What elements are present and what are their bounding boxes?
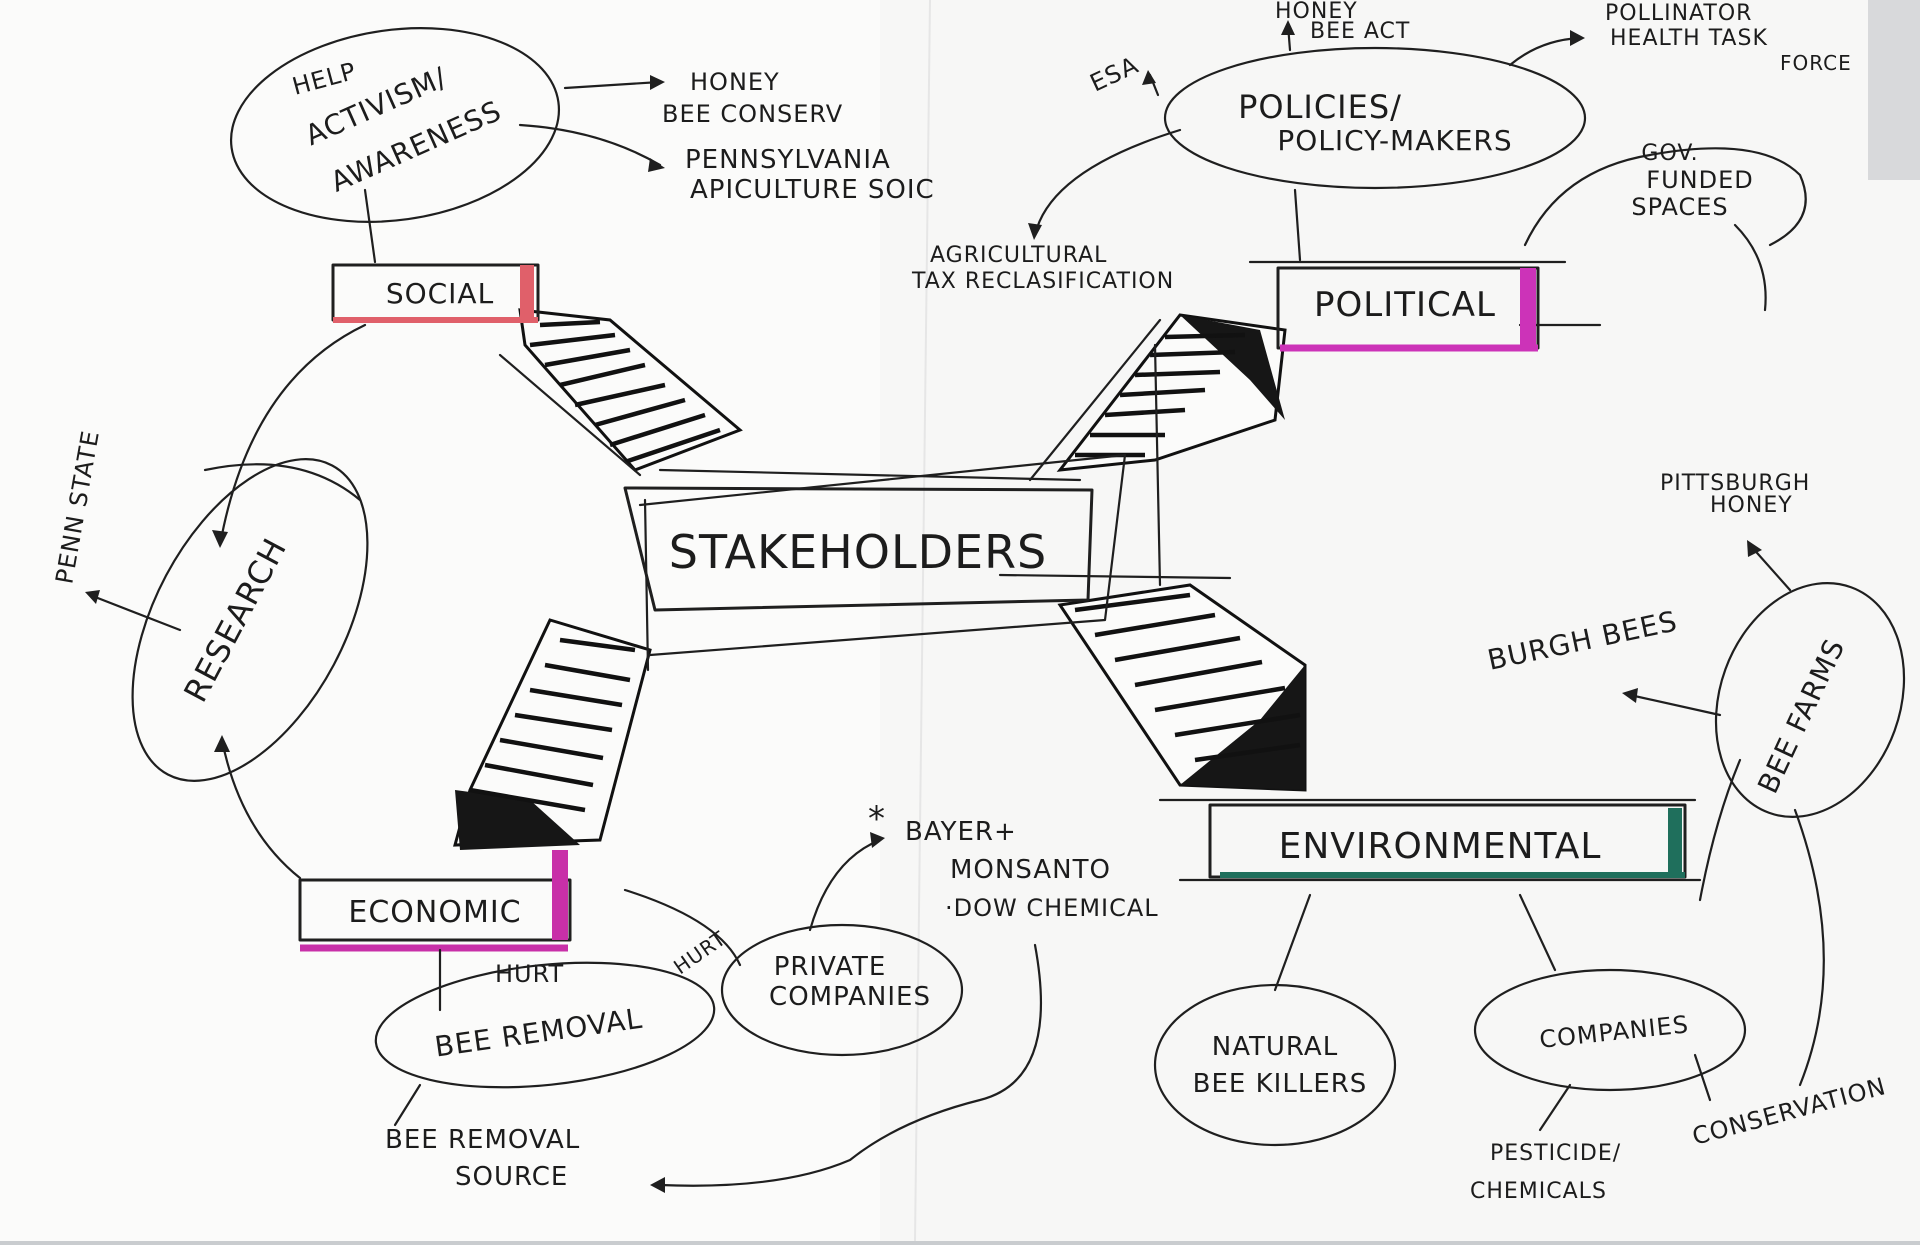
bee-removal-source-line1: BEE REMOVAL (385, 1125, 580, 1155)
natural-bee-killers-node: NATURAL BEE KILLERS (1153, 983, 1397, 1147)
pollinator-line3: FORCE (1780, 51, 1852, 75)
social-node: SOCIAL (331, 263, 540, 323)
political-center-line (1153, 343, 1162, 587)
social-to-activism-line (363, 188, 377, 264)
env-to-natural-line (1273, 893, 1312, 992)
environmental-label: ENVIRONMENTAL (1279, 826, 1602, 867)
pennsylvania-line1: PENNSYLVANIA (685, 145, 891, 175)
policies-node: POLICIES/ POLICY-MAKERS (1163, 46, 1587, 190)
paper-sheet-left (0, 0, 960, 1241)
agricultural-line2: TAX RECLASIFICATION (911, 269, 1174, 294)
beefarms-to-burghbees-arrow (1628, 693, 1722, 717)
environmental-node: ENVIRONMENTAL (1158, 798, 1702, 882)
beefarms-to-conservation-line (1793, 808, 1825, 1087)
economic-to-research-arrow (220, 738, 302, 880)
env-to-companies-line (1518, 893, 1557, 972)
pennsylvania-line2: APICULTURE SOIC (690, 175, 935, 205)
natural-bee-killers-line1: NATURAL (1212, 1032, 1338, 1062)
honey-bee-act-line1: HONEY (1275, 0, 1358, 24)
private-to-bayer-arrow (808, 838, 882, 932)
arrow-to-social (498, 308, 743, 477)
economic-label: ECONOMIC (348, 895, 521, 930)
star-label: * (868, 799, 886, 839)
gov-funded-node: GOV. FUNDED SPACES (1523, 141, 1807, 312)
pollinator-line2: HEALTH TASK (1610, 26, 1768, 51)
social-label: SOCIAL (386, 277, 494, 310)
beeremoval-to-source-line (393, 1083, 422, 1127)
economic-to-private-line (623, 888, 742, 967)
research-to-pennstate-arrow (88, 593, 182, 632)
gov-funded-line1: GOV. (1641, 141, 1698, 166)
paper-seam (914, 0, 931, 1242)
policies-label-line2: POLICY-MAKERS (1277, 124, 1512, 157)
pollinator-line1: POLLINATOR (1605, 1, 1752, 26)
pesticide-line1: PESTICIDE/ (1490, 1141, 1621, 1166)
activism-to-penn-arrow (518, 123, 662, 167)
honey-bee-conserv-line2: BEE CONSERV (662, 100, 843, 128)
pittsburgh-honey-line2: HONEY (1710, 493, 1793, 518)
political-node: POLITICAL (1248, 260, 1602, 352)
private-companies-line1: PRIVATE (774, 952, 887, 982)
social-to-research-arrow (218, 323, 367, 547)
pesticide-line2: CHEMICALS (1470, 1179, 1607, 1204)
honey-bee-act-line2: BEE ACT (1310, 19, 1410, 44)
companies-to-conservation-line (1693, 1053, 1712, 1102)
honey-bee-conserv-line1: HONEY (690, 68, 780, 96)
beefarms-side-line (1698, 758, 1742, 902)
arrow-to-environmental (1057, 583, 1307, 792)
gov-funded-line3: SPACES (1631, 193, 1728, 221)
stakeholders-label: STAKEHOLDERS (669, 525, 1048, 579)
paper-edge-strip (1868, 0, 1920, 180)
bayer-line3: ·DOW CHEMICAL (945, 894, 1159, 922)
political-to-policies-line (1293, 188, 1302, 262)
policies-label-line1: POLICIES/ (1238, 88, 1402, 126)
bayer-to-source-curve (658, 943, 1042, 1187)
political-label: POLITICAL (1314, 285, 1496, 325)
companies-to-pesticide-line (1538, 1083, 1572, 1132)
bee-removal-source-line2: SOURCE (455, 1162, 568, 1192)
policies-to-agricultural-arrow (1033, 128, 1182, 237)
bayer-line2: MONSANTO (950, 855, 1111, 885)
private-companies-node: PRIVATE COMPANIES (720, 923, 964, 1057)
activism-to-honey-arrow (563, 80, 662, 90)
arrow-to-political (1028, 313, 1287, 482)
economic-node: ECONOMIC (298, 850, 572, 952)
paper-sheet-right (880, 0, 1920, 1241)
agricultural-line1: AGRICULTURAL (930, 243, 1107, 268)
pittsburgh-honey-line1: PITTSBURGH (1660, 471, 1810, 496)
private-companies-line2: COMPANIES (769, 982, 931, 1012)
gov-funded-line2: FUNDED (1646, 166, 1753, 194)
stakeholders-box: STAKEHOLDERS (623, 453, 1232, 672)
natural-bee-killers-line2: BEE KILLERS (1193, 1069, 1368, 1099)
arrow-to-economic (453, 618, 652, 850)
bayer-line1: BAYER+ (905, 817, 1017, 847)
